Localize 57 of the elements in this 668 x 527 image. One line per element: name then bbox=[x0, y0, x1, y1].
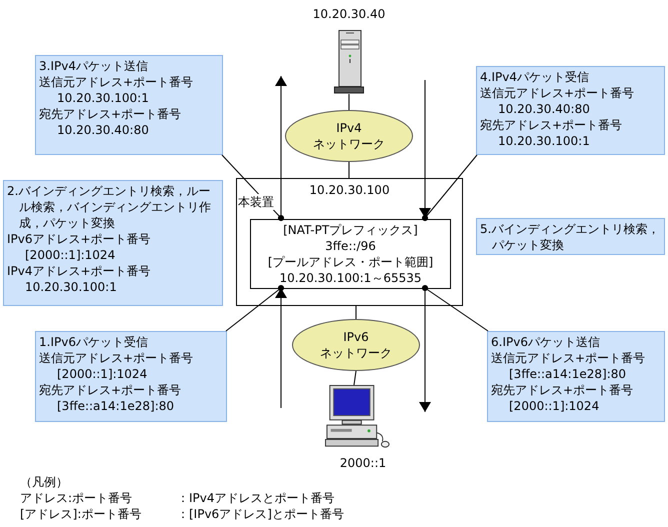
address-label: 送信元アドレス+ポート番号 bbox=[39, 74, 194, 90]
address-label: 送信元アドレス+ポート番号 bbox=[39, 350, 194, 366]
ip-address: 10.20.30.100 bbox=[308, 182, 391, 198]
leader-line bbox=[422, 154, 478, 222]
address-label: 宛先アドレス+ポート番号 bbox=[39, 382, 182, 398]
network-label: IPv6 ネットワーク bbox=[319, 329, 393, 361]
connection-line bbox=[348, 94, 350, 110]
device-label: 本装置 bbox=[238, 194, 274, 210]
address-label: IPv4アドレス+ポート番号 bbox=[7, 263, 152, 279]
callout-heading: 4.IPv4パケット受信 bbox=[480, 69, 590, 85]
network-label: IPv4 ネットワーク bbox=[312, 120, 386, 152]
callout-heading: 1.IPv6パケット受信 bbox=[39, 334, 149, 350]
address-value: 10.20.30.40:80 bbox=[56, 122, 150, 138]
callout-box bbox=[487, 331, 665, 422]
address-value: 10.20.30.40:80 bbox=[497, 101, 591, 117]
address-label: IPv6アドレス+ポート番号 bbox=[7, 231, 152, 247]
address-label: 送信元アドレス+ポート番号 bbox=[480, 85, 636, 101]
ip-address: 10.20.30.40 bbox=[312, 6, 386, 22]
config-text: [NAT-PTプレフィックス] bbox=[282, 222, 419, 238]
callout-heading: 3.IPv4パケット送信 bbox=[39, 58, 149, 74]
config-text: [プールアドレス・ポート範囲] bbox=[266, 254, 434, 270]
config-text: 3ffe::/96 bbox=[324, 238, 377, 254]
ip-address: 2000::1 bbox=[338, 455, 388, 471]
legend-text: [アドレス]:ポート番号 bbox=[20, 506, 142, 522]
leader-line bbox=[222, 154, 284, 222]
nat-pt-box bbox=[250, 219, 451, 289]
leader-line bbox=[226, 284, 284, 332]
legend-text: アドレス:ポート番号 bbox=[20, 490, 132, 506]
callout-box bbox=[35, 55, 223, 155]
address-value: 10.20.30.100:1 bbox=[24, 279, 118, 295]
callout-heading: 6.IPv6パケット送信 bbox=[491, 334, 601, 350]
callout-box bbox=[476, 66, 665, 155]
address-label: 宛先アドレス+ポート番号 bbox=[480, 117, 624, 133]
connection-line bbox=[354, 370, 356, 386]
config-text: 10.20.30.100:1～65535 bbox=[278, 270, 422, 286]
callout-heading: 2.バインディングエントリ検索，ルール検索，バインディングエントリ作成，パケット変換 bbox=[7, 183, 212, 231]
legend-text: ：[IPv6アドレス]とポート番号 bbox=[177, 506, 344, 522]
callout-heading: 5.バインディングエントリ検索，パケット変換 bbox=[480, 221, 660, 253]
address-value: 10.20.30.100:1 bbox=[497, 133, 591, 149]
callout-box bbox=[35, 331, 227, 422]
address-value: [2000::1]:1024 bbox=[508, 398, 600, 414]
address-value: [3ffe::a14:1e28]:80 bbox=[508, 366, 627, 382]
legend-text: ：IPv4アドレスとポート番号 bbox=[177, 490, 335, 506]
computer-icon bbox=[325, 385, 391, 449]
connection-line bbox=[348, 162, 350, 178]
address-value: 10.20.30.100:1 bbox=[56, 90, 150, 106]
address-value: [2000::1]:1024 bbox=[24, 247, 116, 263]
leader-line bbox=[422, 284, 488, 332]
address-value: [3ffe::a14:1e28]:80 bbox=[56, 398, 175, 414]
callout-box bbox=[3, 180, 223, 306]
address-value: [2000::1]:1024 bbox=[56, 366, 148, 382]
device-box bbox=[236, 178, 463, 306]
address-label: 宛先アドレス+ポート番号 bbox=[39, 106, 182, 122]
address-label: 宛先アドレス+ポート番号 bbox=[491, 382, 634, 398]
legend-heading: （凡例） bbox=[20, 474, 68, 490]
server-icon bbox=[334, 30, 364, 94]
address-label: 送信元アドレス+ポート番号 bbox=[491, 350, 646, 366]
